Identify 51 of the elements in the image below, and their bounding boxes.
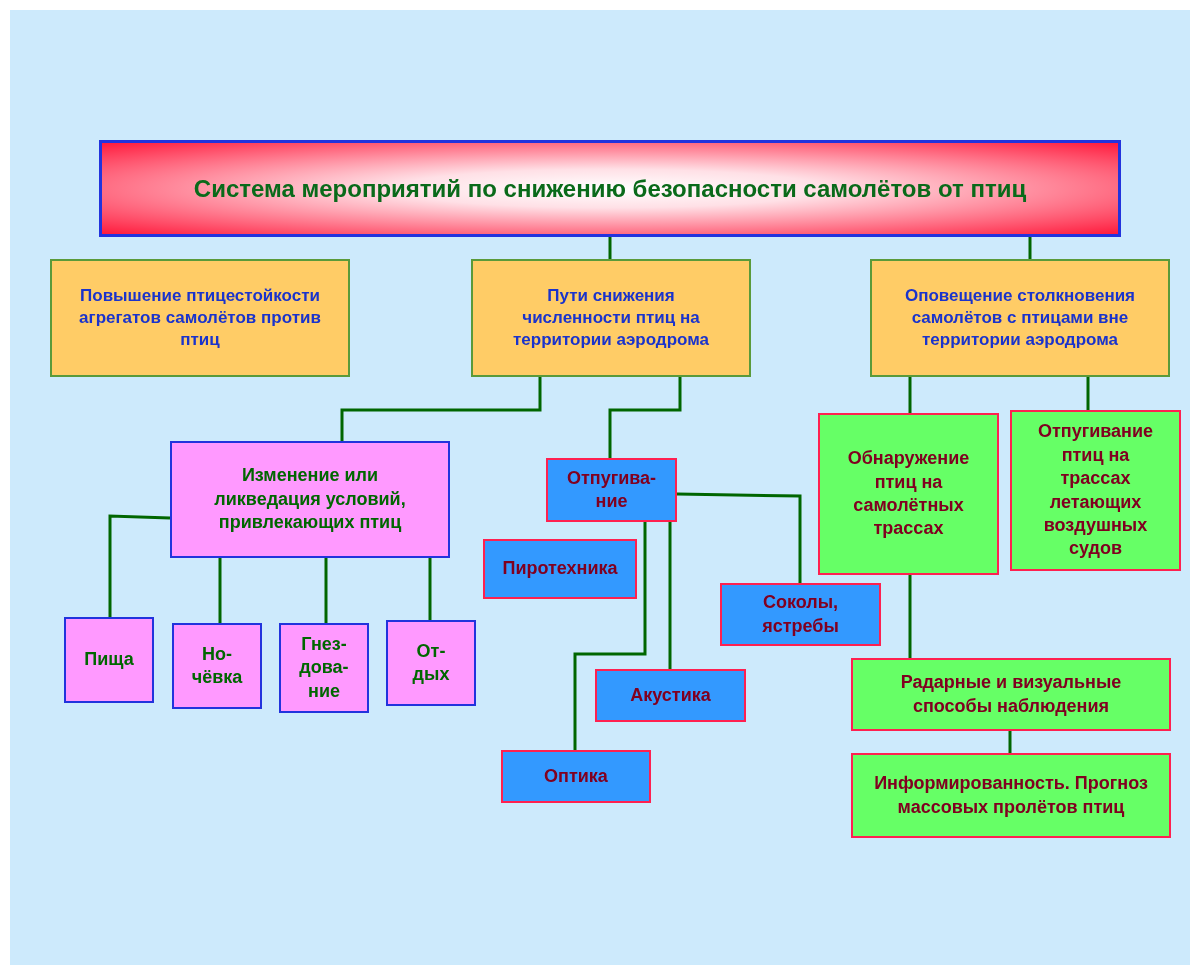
node-label: Оптика bbox=[544, 764, 608, 788]
node-label: Но- чёвка bbox=[190, 642, 244, 689]
node-label: Акустика bbox=[630, 683, 711, 707]
category-box bbox=[483, 539, 637, 599]
connector-line bbox=[608, 377, 682, 458]
title-box bbox=[99, 140, 1121, 237]
category-box bbox=[546, 458, 677, 522]
node-label: Повышение птицестойкости агрегатов самолётов против птиц bbox=[78, 284, 322, 352]
node-label: Соколы, ястребы bbox=[761, 591, 840, 638]
category-box bbox=[170, 441, 450, 558]
connector-line bbox=[1086, 377, 1090, 410]
connector-line bbox=[218, 558, 222, 623]
connector-line bbox=[573, 522, 647, 750]
connector-line bbox=[908, 377, 912, 413]
node-label: Пища bbox=[84, 648, 134, 672]
node-label: Пути снижения численности птиц на территории аэродрома bbox=[512, 284, 710, 352]
category-box bbox=[720, 583, 881, 646]
node-label: Информированность. Прогноз массовых пролётов птиц bbox=[873, 772, 1149, 819]
category-box bbox=[818, 413, 999, 575]
category-box bbox=[64, 617, 154, 703]
connector-line bbox=[108, 514, 171, 617]
category-box bbox=[50, 259, 350, 377]
node-label: Изменение или ликведация условий, привлекающих птиц bbox=[213, 464, 407, 535]
connector-line bbox=[1008, 731, 1012, 753]
node-label: От- дых bbox=[411, 639, 451, 686]
connector-line bbox=[608, 237, 612, 259]
node-label: Пиротехника bbox=[502, 557, 618, 581]
connector-line bbox=[668, 522, 672, 669]
node-label: Отпугива- ние bbox=[565, 466, 658, 513]
category-box bbox=[595, 669, 746, 722]
connector-line bbox=[1028, 237, 1032, 259]
connector-line bbox=[428, 558, 432, 620]
connector-line bbox=[908, 575, 912, 658]
connector-line bbox=[340, 377, 542, 441]
category-box bbox=[279, 623, 369, 713]
node-label: Отпугивание птиц на трассах летающих воздушных судов bbox=[1036, 420, 1155, 561]
category-box bbox=[870, 259, 1170, 377]
category-box bbox=[1010, 410, 1181, 571]
category-box bbox=[471, 259, 751, 377]
node-label: Гнез- дова- ние bbox=[298, 632, 350, 703]
category-box bbox=[851, 753, 1171, 838]
connector-line bbox=[324, 558, 328, 623]
category-box bbox=[501, 750, 651, 803]
category-box bbox=[386, 620, 476, 706]
node-label: Обнаружение птиц на самолётных трассах bbox=[846, 447, 971, 541]
category-box bbox=[851, 658, 1171, 731]
node-label: Радарные и визуальные способы наблюдения bbox=[899, 671, 1123, 718]
node-label: Оповещение столкновения самолётов с птицами вне территории аэродрома bbox=[903, 284, 1137, 352]
connector-line bbox=[676, 492, 802, 583]
category-box bbox=[172, 623, 262, 709]
node-label: Система мероприятий по снижению безопасности самолётов от птиц bbox=[193, 173, 1027, 204]
